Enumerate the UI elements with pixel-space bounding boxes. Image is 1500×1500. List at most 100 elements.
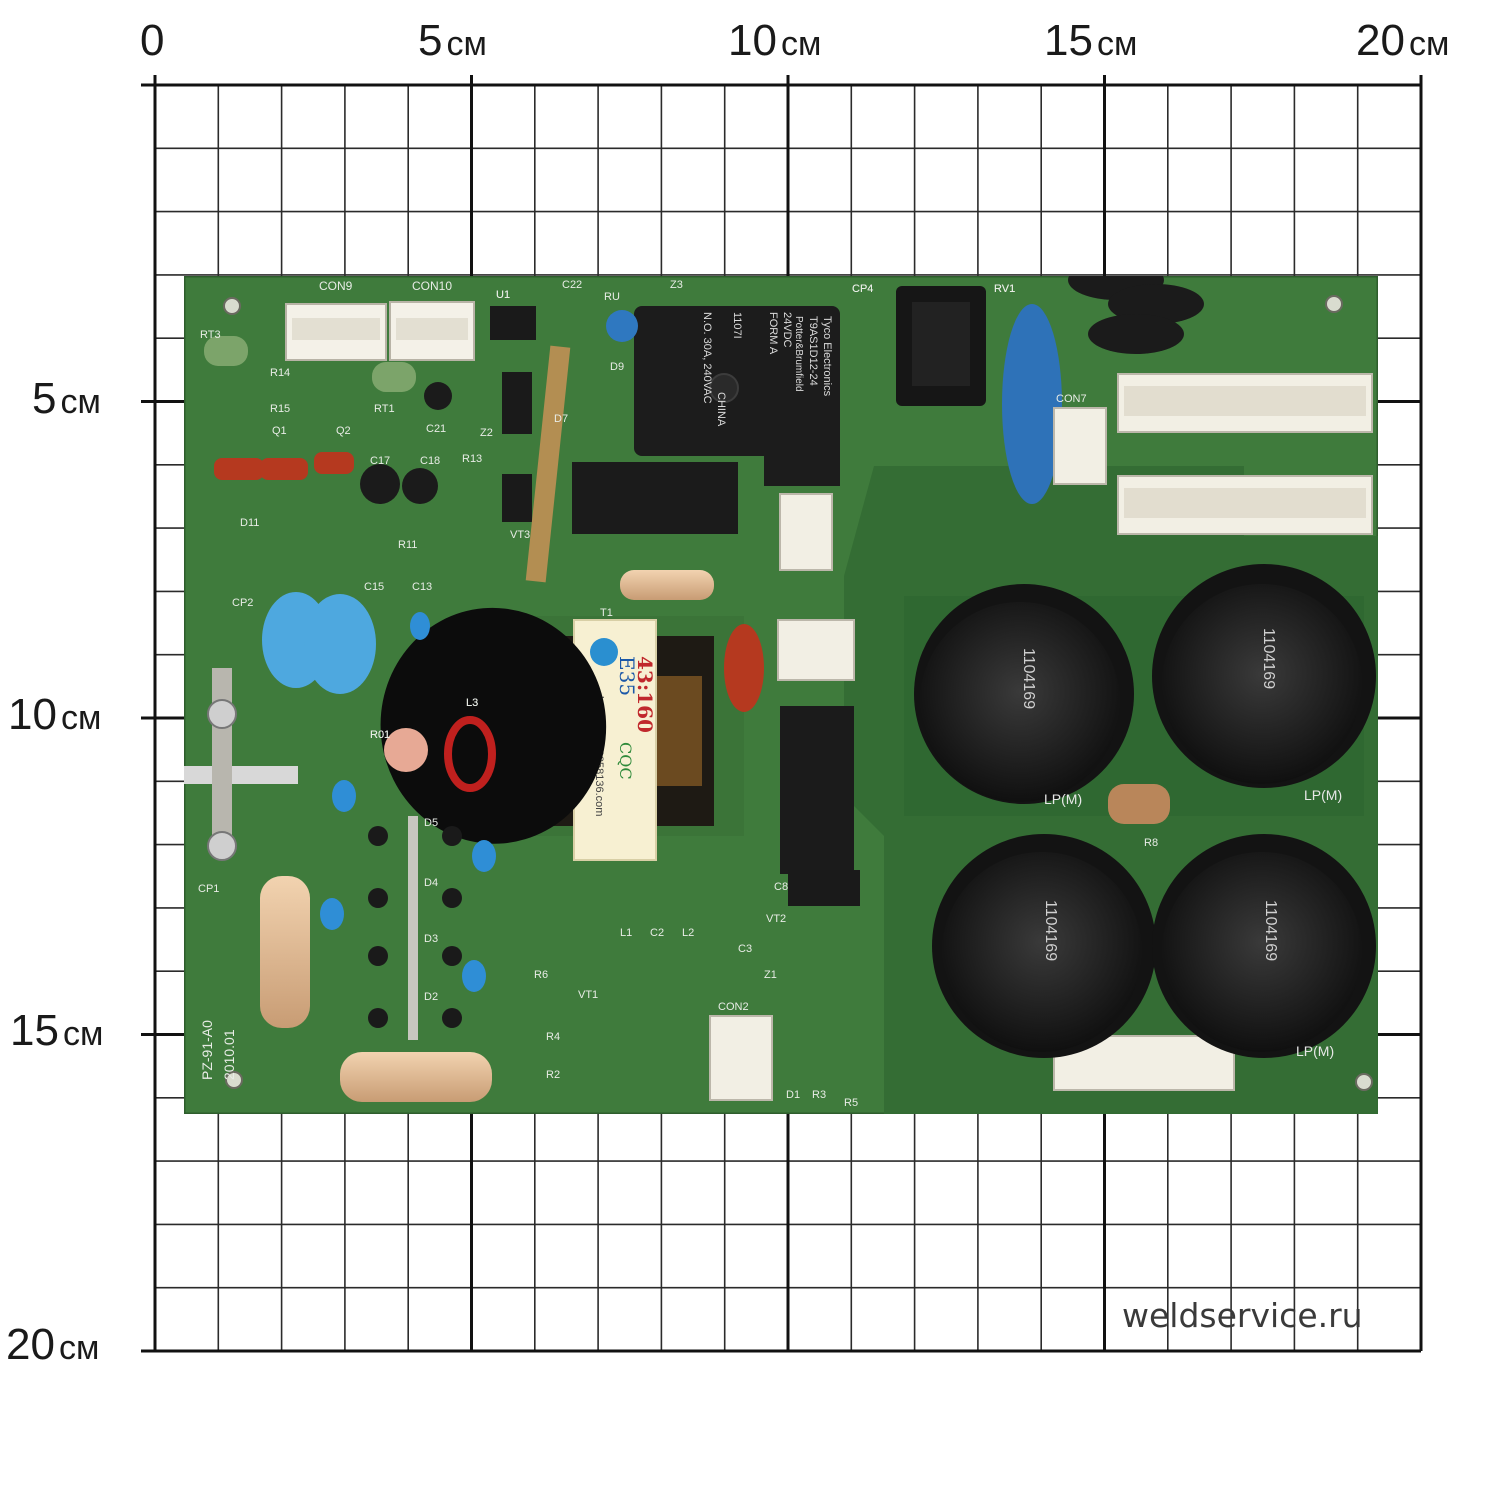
svg-text:D5: D5 [424,817,438,829]
svg-text:U1: U1 [496,289,510,301]
capacitor-c-bottom-left: 1104169 [932,834,1156,1058]
svg-text:Z1: Z1 [764,969,777,981]
svg-text:RT3: RT3 [200,329,221,341]
svg-text:R11: R11 [398,539,417,551]
watermark: weldservice.ru [1122,1296,1363,1335]
svg-text:L2: L2 [682,927,694,939]
svg-text:LP(M): LP(M) [1304,787,1342,803]
svg-text:LP(M): LP(M) [1296,1043,1334,1059]
svg-text:R6: R6 [534,969,548,981]
svg-text:CON10: CON10 [412,279,452,293]
power-resistors [260,570,1170,1102]
svg-text:R01: R01 [370,729,390,741]
svg-text:VT3: VT3 [510,529,530,541]
svg-text:1104169: 1104169 [1260,628,1277,689]
capacitor-c-top-right: LP(M) 1104169 [1152,564,1376,803]
thermistor-rt1 [372,362,416,392]
svg-text:Potter&Brumfield: Potter&Brumfield [793,316,804,392]
silkscreen-labels: RT3 R14 R15 Q1 Q2 RT1 C21 C17 C18 R13 Z2… [198,279,1158,1109]
svg-text:D9: D9 [610,361,624,373]
connector-con2: CON2 [709,1001,773,1101]
svg-text:LP(M): LP(M) [1044,791,1082,807]
thermistor-rt3 [204,336,248,366]
circuit-board: CON9 CON10 U1 Tyco Electronics T9AS1D12-… [184,276,1378,1114]
connector-small-a [779,493,833,571]
svg-text:VT2: VT2 [766,913,786,925]
svg-text:1107I: 1107I [731,312,743,339]
svg-text:L1: L1 [620,927,632,939]
film-capacitor-orange [214,452,764,712]
svg-text:1104169: 1104169 [1262,900,1279,961]
svg-text:RT1: RT1 [374,403,395,415]
relay-small-top [572,462,738,534]
electrolytic-small [360,382,452,504]
svg-text:U1: U1 [496,289,510,301]
varistor-rv1 [1002,304,1062,504]
svg-text:RV1: RV1 [994,283,1015,295]
svg-text:C8: C8 [774,881,788,893]
connector-header-top [1117,373,1373,433]
svg-text:C2: C2 [650,927,664,939]
svg-text:R3: R3 [812,1089,826,1101]
svg-text:N.O. 30A, 240VAC: N.O. 30A, 240VAC [701,312,713,404]
capacitor-c-bottom-right: LP(M) 1104169 [1152,834,1376,1059]
svg-text:C18: C18 [420,455,440,467]
svg-text:R01: R01 [370,729,390,741]
svg-text:R5: R5 [844,1097,858,1109]
board-id-text: PZ-91-A0 2010.01 [199,1020,237,1080]
svg-text:CON7: CON7 [1056,393,1087,405]
svg-text:24VDC: 24VDC [781,312,793,348]
capacitor-c-top-left: LP(M) 1104169 [380,584,1134,844]
svg-text:CP2: CP2 [232,597,253,609]
svg-text:VT1: VT1 [578,989,598,1001]
svg-text:CON9: CON9 [319,279,353,293]
svg-text:FORM A: FORM A [767,312,779,355]
svg-text:D1: D1 [786,1089,800,1101]
svg-text:PZ-91-A0: PZ-91-A0 [199,1020,215,1080]
svg-text:Z3: Z3 [670,279,683,291]
heatsink-bar [184,668,298,861]
connector-bottom [1053,1035,1235,1091]
svg-text:CHINA: CHINA [715,392,727,427]
svg-text:C21: C21 [426,423,446,435]
relay-small-mid [780,706,854,874]
svg-text:R4: R4 [546,1031,560,1043]
svg-text:D4: D4 [424,877,438,889]
svg-text:2010.01: 2010.01 [221,1029,237,1080]
svg-text:C17: C17 [370,455,390,467]
svg-text:CQC: CQC [616,742,635,780]
optocoupler-u1 [490,306,536,340]
svg-text:R2: R2 [546,1069,560,1081]
svg-text:CP4: CP4 [852,283,873,295]
svg-text:D7: D7 [554,413,568,425]
svg-text:C13: C13 [412,581,432,593]
svg-text:C3: C3 [738,943,752,955]
svg-text:L3: L3 [466,697,478,709]
svg-text:Tyco Electronics: Tyco Electronics [821,316,833,397]
ruler-top-0: 0 [140,16,165,65]
svg-text:D2: D2 [424,991,438,1003]
connector-con10: CON10 [389,279,475,361]
diode-bridge [368,826,462,1028]
svg-text:L3: L3 [466,697,478,709]
svg-text:T1: T1 [600,607,613,619]
svg-text:C15: C15 [364,581,384,593]
svg-text:E35: E35 [615,656,639,696]
svg-text:T9AS1D12-24: T9AS1D12-24 [807,316,819,386]
svg-text:RU: RU [604,291,620,303]
ferrite-beads [1068,276,1204,354]
connector-small-b [777,619,855,681]
svg-text:CP4: CP4 [852,283,873,295]
svg-text:1104169: 1104169 [1020,648,1037,709]
svg-text:R8: R8 [1144,837,1158,849]
transient-suppressor [525,345,571,583]
svg-text:R14: R14 [270,367,290,379]
connector-con9: CON9 [285,279,387,361]
transistors-to220 [502,372,860,906]
